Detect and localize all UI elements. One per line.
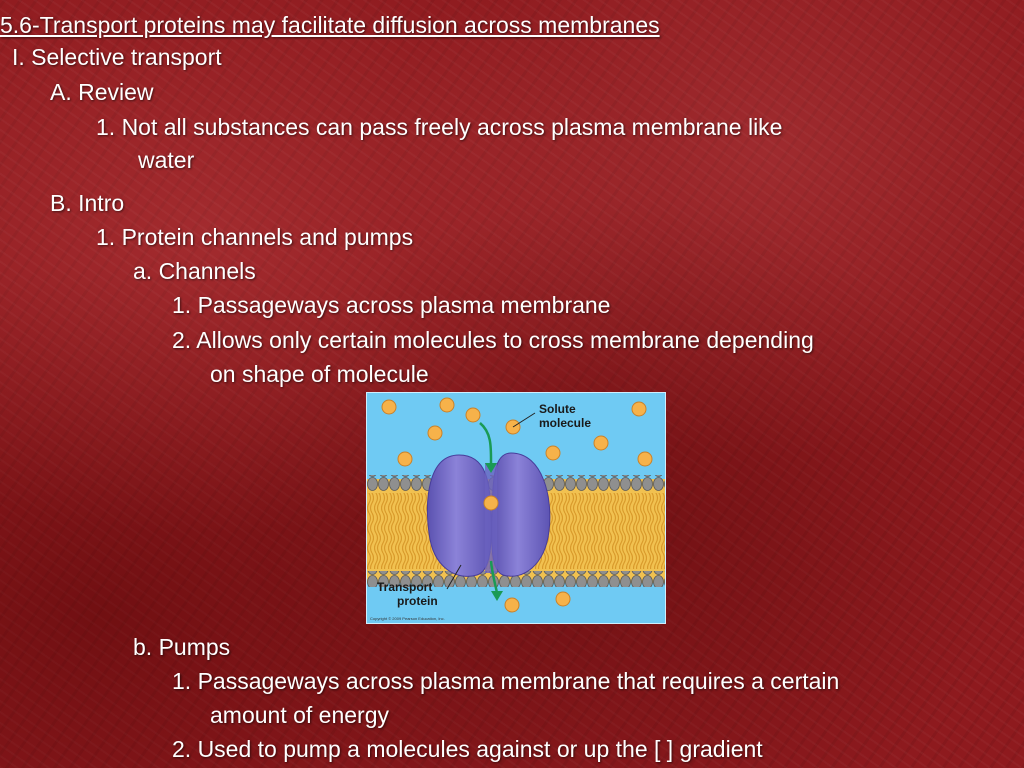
outline-level-5: 2. Allows only certain molecules to cros…: [172, 327, 814, 353]
outline-level-3: 1. Not all substances can pass freely ac…: [96, 114, 783, 140]
figure-credit: Copyright © 2009 Pearson Education, Inc.: [370, 616, 445, 621]
outline-level-3: 1. Protein channels and pumps: [96, 224, 414, 250]
protein-label-line1: Transport: [377, 580, 432, 594]
phospholipid-heads-bottom: [367, 571, 665, 587]
transport-protein-figure: Solute molecule Transport protein Copyri…: [366, 392, 666, 624]
outline-level-5: 2. Used to pump a molecules against or u…: [172, 736, 763, 762]
arrow-head-bottom: [491, 591, 503, 601]
outline-level-1: I. Selective transport: [12, 44, 222, 70]
outline-level-5: 1. Passageways across plasma membrane: [172, 292, 611, 318]
outline-level-2: B. Intro: [50, 190, 125, 216]
outline-continuation: water: [138, 147, 195, 173]
diffusion-arrows: [479, 422, 499, 594]
slide-title: 5.6-Transport proteins may facilitate di…: [0, 12, 660, 38]
arrow-head-top: [485, 463, 497, 473]
solute-label-line2: molecule: [539, 416, 591, 430]
solute-molecules: [381, 397, 653, 613]
outline-level-4: a. Channels: [133, 258, 256, 284]
outline-continuation: on shape of molecule: [210, 361, 429, 387]
protein-label-line2: protein: [397, 594, 438, 608]
outline-continuation: amount of energy: [210, 702, 390, 728]
transport-protein-shape: [427, 452, 551, 577]
solute-label-line1: Solute: [539, 402, 576, 416]
outline-level-2: A. Review: [50, 79, 154, 105]
figure-svg: Solute molecule Transport protein Copyri…: [367, 397, 665, 621]
outline-level-4: b. Pumps: [133, 634, 231, 660]
outline-level-5: 1. Passageways across plasma membrane th…: [172, 668, 840, 694]
